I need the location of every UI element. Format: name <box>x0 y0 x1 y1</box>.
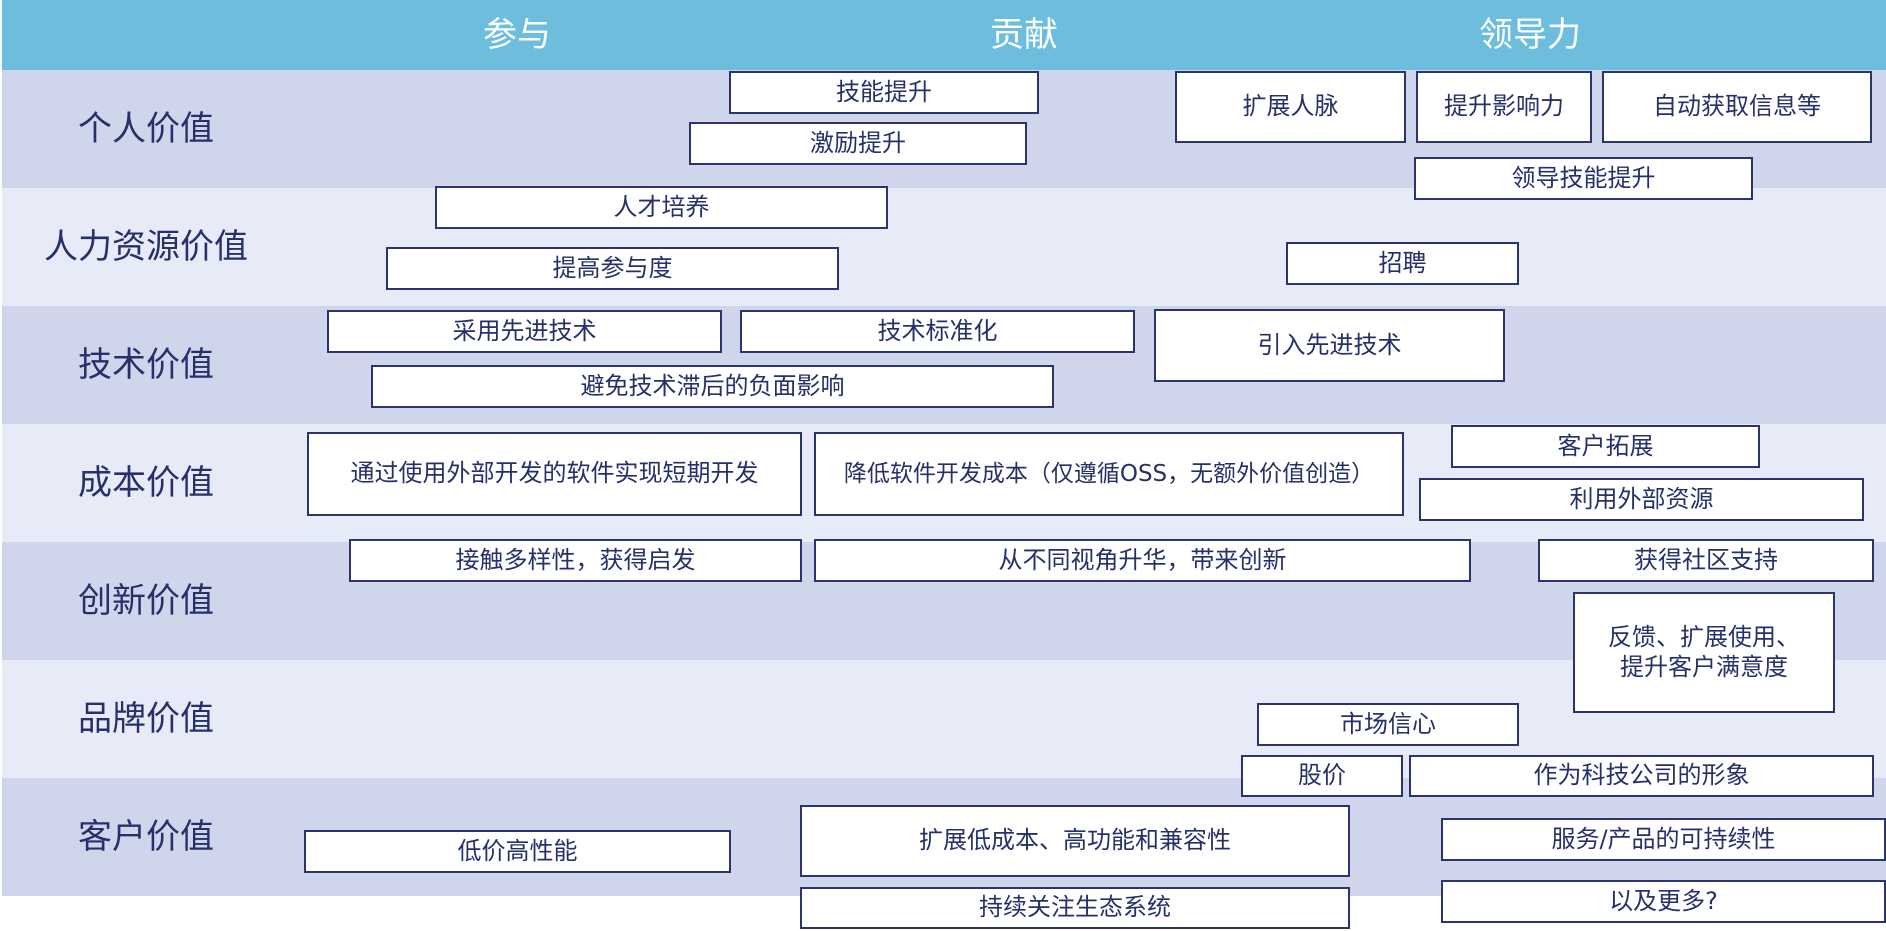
box-introduce-tech: 引入先进技术 <box>1154 309 1505 382</box>
box-sustainability: 服务/产品的可持续性 <box>1441 818 1886 861</box>
box-raise-influence: 提升影响力 <box>1416 71 1592 143</box>
box-stock-price: 股价 <box>1241 755 1403 797</box>
box-adopt-tech: 采用先进技术 <box>327 310 722 353</box>
box-expand-network: 扩展人脉 <box>1175 71 1406 143</box>
box-perspective: 从不同视角升华，带来创新 <box>814 539 1471 582</box>
box-customer-expand: 客户拓展 <box>1451 425 1760 468</box>
box-motivation-up: 激励提升 <box>689 122 1027 165</box>
box-skill-up: 技能提升 <box>729 71 1039 114</box>
row-label-tech: 技术价值 <box>78 345 214 385</box>
row-band-hr <box>2 188 1886 306</box>
box-short-dev: 通过使用外部开发的软件实现短期开发 <box>307 432 802 516</box>
box-diversity: 接触多样性，获得启发 <box>349 539 802 582</box>
box-and-more: 以及更多? <box>1441 880 1886 923</box>
box-extend-compat: 扩展低成本、高功能和兼容性 <box>800 805 1350 877</box>
column-title-contribution: 贡献 <box>990 15 1058 55</box>
box-external-resources: 利用外部资源 <box>1419 478 1864 521</box>
box-reduce-cost: 降低软件开发成本（仅遵循OSS，无额外价值创造） <box>814 432 1404 516</box>
row-label-innovation: 创新价值 <box>78 581 214 621</box>
box-feedback: 反馈、扩展使用、 提升客户满意度 <box>1573 592 1835 713</box>
box-tech-image: 作为科技公司的形象 <box>1409 755 1874 797</box>
box-community-support: 获得社区支持 <box>1538 539 1874 582</box>
column-header-bar <box>2 0 1886 70</box>
row-label-brand: 品牌价值 <box>78 699 214 739</box>
column-title-leadership: 领导力 <box>1479 15 1581 55</box>
box-avoid-lag: 避免技术滞后的负面影响 <box>371 365 1054 408</box>
column-title-participation: 参与 <box>483 15 551 55</box>
box-raise-engagement: 提高参与度 <box>386 247 839 290</box>
box-leadership-skill: 领导技能提升 <box>1414 157 1753 200</box>
box-recruit: 招聘 <box>1286 242 1519 285</box>
box-market-confidence: 市场信心 <box>1257 703 1519 746</box>
box-low-price: 低价高性能 <box>304 830 731 873</box>
row-label-customer: 客户价值 <box>78 817 214 857</box>
box-auto-info: 自动获取信息等 <box>1602 71 1872 143</box>
box-talent-dev: 人才培养 <box>435 186 888 229</box>
box-tech-standard: 技术标准化 <box>740 310 1135 353</box>
box-ecosystem: 持续关注生态系统 <box>800 887 1350 929</box>
row-label-personal: 个人价值 <box>78 109 214 149</box>
row-label-hr: 人力资源价值 <box>44 227 248 267</box>
row-label-cost: 成本价值 <box>78 463 214 503</box>
